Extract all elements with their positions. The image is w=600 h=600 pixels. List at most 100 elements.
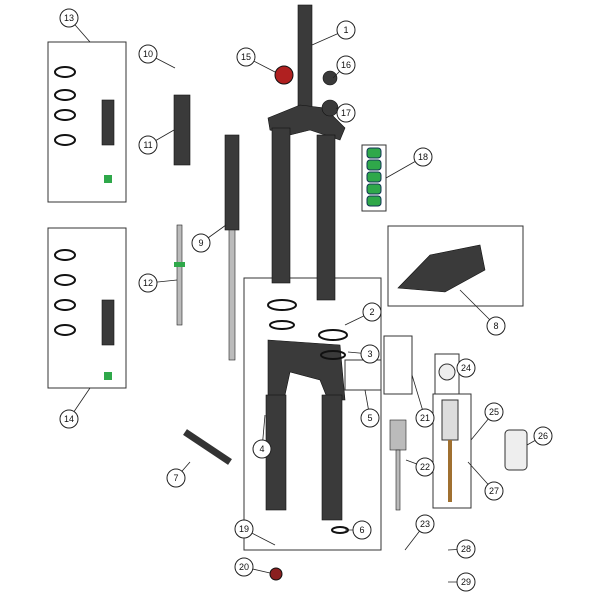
callout-label: 27 [489,486,499,496]
callout-circle [456,572,476,592]
callout-28: 28 [456,539,476,559]
callout-circle [138,273,158,293]
callout-circle [336,103,356,123]
callout-label: 20 [239,562,249,572]
callout-3: 3 [360,344,380,364]
callout-circle [236,47,256,67]
callout-label: 10 [143,49,153,59]
callout-circle [191,233,211,253]
callout-circle [138,135,158,155]
seal-kit-box-13 [47,41,127,203]
callout-circle [486,316,506,336]
callout-label: 4 [259,444,264,454]
callout-5: 5 [360,408,380,428]
knob-16 [322,70,338,86]
callout-6: 6 [352,520,372,540]
damper-box-25 [432,393,472,509]
callout-circle [415,457,435,477]
callout-label: 13 [64,13,74,23]
callout-label: 16 [341,60,351,70]
callout-label: 21 [420,413,430,423]
air-spring-22 [389,419,407,511]
callout-label: 28 [461,544,471,554]
part-20 [269,567,283,581]
lower-leg-box [243,277,382,551]
callout-22: 22 [415,457,435,477]
callout-12: 12 [138,273,158,293]
bolt-box-5 [344,359,382,391]
callout-4: 4 [252,439,272,459]
cap-17 [321,99,339,117]
callout-circle [360,344,380,364]
callout-circle [166,468,186,488]
callout-16: 16 [336,55,356,75]
callout-10: 10 [138,44,158,64]
callout-circle [336,55,356,75]
callout-label: 19 [239,524,249,534]
callout-25: 25 [484,402,504,422]
callout-2: 2 [362,302,382,322]
callout-circle [234,557,254,577]
fender-part-8 [397,244,486,293]
callout-23: 23 [415,514,435,534]
callout-circle [352,520,372,540]
callout-label: 18 [418,152,428,162]
callout-label: 29 [461,577,471,587]
crown-steerer-part [267,4,346,301]
callout-29: 29 [456,572,476,592]
callout-circle [362,302,382,322]
sleeve-26 [504,429,528,471]
callout-label: 6 [359,525,364,535]
cartridge-11 [173,94,191,166]
callout-label: 5 [367,413,372,423]
callout-circle [484,402,504,422]
shaft-12 [174,224,185,326]
callout-circle [415,408,435,428]
callout-circle [138,44,158,64]
callout-label: 24 [461,363,471,373]
callout-label: 12 [143,278,153,288]
callout-circle [415,514,435,534]
damper-25 [441,399,459,502]
callout-label: 11 [143,140,152,150]
callout-label: 8 [493,321,498,331]
callout-13: 13 [59,8,79,28]
seal-kit-parts-13 [54,66,115,183]
callout-label: 14 [64,414,74,424]
callout-7: 7 [166,468,186,488]
callout-21: 21 [415,408,435,428]
callout-label: 2 [369,307,374,317]
callout-label: 3 [367,349,372,359]
callout-circle [59,8,79,28]
callout-27: 27 [484,481,504,501]
damper-cartridge-9 [224,134,240,361]
callout-label: 23 [420,519,430,529]
axle-7 [183,429,232,465]
callout-8: 8 [486,316,506,336]
seal-rings [267,299,349,534]
fender-box [387,225,524,307]
callout-circle [456,358,476,378]
cap-24 [438,363,456,381]
topcap-box [383,335,413,395]
callout-11: 11 [138,135,158,155]
callout-17: 17 [336,103,356,123]
callout-label: 26 [538,431,548,441]
callout-circle [484,481,504,501]
callout-label: 25 [489,407,499,417]
callout-9: 9 [191,233,211,253]
callout-15: 15 [236,47,256,67]
seal-kit-box-14 [47,227,127,389]
callout-label: 15 [241,52,251,62]
knob-15 [274,65,294,85]
volume-spacers-18 [366,147,382,207]
callout-14: 14 [59,409,79,429]
callout-label: 9 [198,238,203,248]
callout-circle [413,147,433,167]
callout-circle [360,408,380,428]
seal-kit-parts-14 [54,249,115,380]
callout-circle [336,20,356,40]
callout-20: 20 [234,557,254,577]
